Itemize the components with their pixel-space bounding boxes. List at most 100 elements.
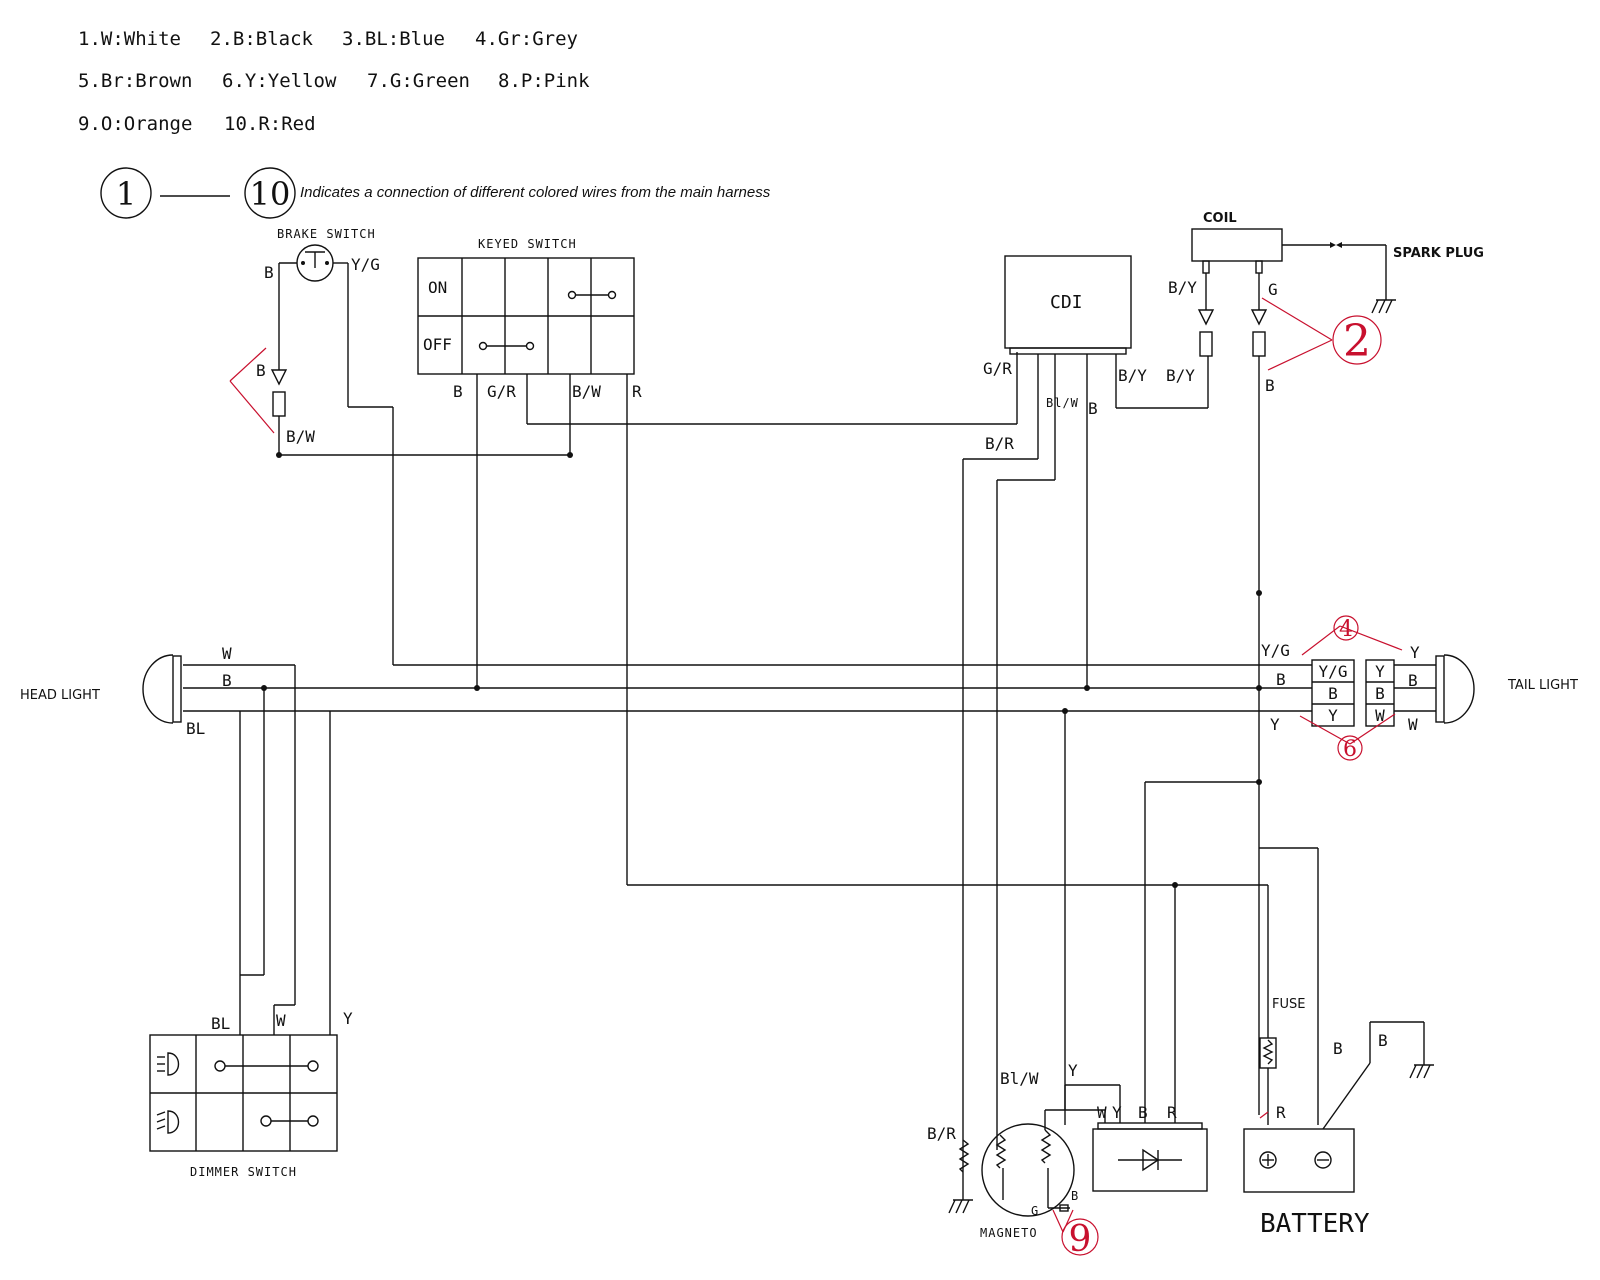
conn-y: Y <box>1328 706 1338 725</box>
coil-label: COIL <box>1203 211 1237 226</box>
tail-right-y: Y <box>1410 643 1420 662</box>
batt-wire-r: R <box>1276 1103 1286 1122</box>
batt-wire-b: B <box>1333 1039 1343 1058</box>
key-on-label: ON <box>428 278 447 297</box>
marker-4-number: 4 <box>1339 617 1353 642</box>
tail-wire-yg: Y/G <box>1261 641 1290 660</box>
tail-connector-left: Y/G B Y <box>1311 659 1355 727</box>
rect-wire-r: R <box>1167 1103 1177 1122</box>
tail-connector-right: Y B W <box>1365 659 1395 727</box>
key-note: Indicates a connection of different colo… <box>300 184 771 201</box>
legend-brown: 5.Br:Brown <box>78 70 192 92</box>
conn-b: B <box>1328 684 1338 703</box>
key-circle-start <box>100 167 152 219</box>
marker-9-number: 9 <box>1069 1219 1092 1260</box>
marker-2-number: 2 <box>1343 316 1371 367</box>
magneto-label: MAGNETO <box>980 1226 1038 1240</box>
mag-wire-b: B <box>1071 1189 1079 1203</box>
brake-wire-b: B <box>264 263 274 282</box>
key-wire-bw: B/W <box>572 382 601 401</box>
coil-wire-g: G <box>1268 280 1278 299</box>
battery: BATTERY <box>1243 1128 1370 1239</box>
key-circle-end <box>244 167 296 219</box>
mag-wire-br: B/R <box>927 1124 956 1143</box>
legend-green: 7.G:Green <box>367 70 470 92</box>
dimmer-switch-label: DIMMER SWITCH <box>190 1165 297 1179</box>
mag-wire-y: Y <box>1068 1061 1078 1080</box>
mag-wire-g: G <box>1031 1204 1039 1218</box>
cdi-wire-gr: G/R <box>983 359 1012 378</box>
gnd-wire-b: B <box>1378 1031 1388 1050</box>
mag-wire-blw: Bl/W <box>1000 1069 1039 1088</box>
key-wire-r: R <box>632 382 642 401</box>
marker-6: 6 <box>1337 735 1363 762</box>
key-end-number: 10 <box>250 175 291 213</box>
conn2-y: Y <box>1375 662 1385 681</box>
tail-wire-y: Y <box>1270 715 1280 734</box>
tail-light: TAIL LIGHT <box>1435 654 1578 724</box>
fuse: FUSE <box>1259 997 1305 1069</box>
key-wire-gr: G/R <box>487 382 516 401</box>
coil-wire-b: B <box>1265 376 1275 395</box>
marker-9: 9 <box>1061 1218 1099 1260</box>
coil-wire-by: B/Y <box>1168 278 1197 297</box>
head-light: HEAD LIGHT <box>20 654 182 724</box>
cdi-wire-br: B/R <box>985 434 1014 453</box>
brake-switch-label: BRAKE SWITCH <box>277 227 376 241</box>
rect-wire-b: B <box>1138 1103 1148 1122</box>
legend-white: 1.W:White <box>78 28 181 50</box>
brake-conn-bw: B/W <box>286 427 315 446</box>
tail-right-b: B <box>1408 671 1418 690</box>
low-beam-icon <box>156 1110 180 1134</box>
marker-4: 4 <box>1333 615 1359 642</box>
dim-wire-w: W <box>276 1011 286 1030</box>
key-wire-b: B <box>453 382 463 401</box>
head-wire-b: B <box>222 671 232 690</box>
head-wire-w: W <box>222 644 232 663</box>
brake-wire-yg: Y/G <box>351 255 380 274</box>
spark-plug-label: SPARK PLUG <box>1393 246 1484 261</box>
high-beam-icon <box>157 1052 180 1076</box>
color-legend: 1.W:White 2.B:Black 3.BL:Blue 4.Gr:Grey … <box>78 28 590 135</box>
battery-label: BATTERY <box>1260 1209 1370 1239</box>
marker-6-number: 6 <box>1343 737 1357 762</box>
cdi-wire-by: B/Y <box>1118 366 1147 385</box>
dim-wire-bl: BL <box>211 1014 230 1033</box>
rectifier <box>1092 1122 1208 1192</box>
key-off-label: OFF <box>423 335 452 354</box>
tail-light-label: TAIL LIGHT <box>1507 678 1578 693</box>
rect-wire-y: Y <box>1112 1103 1122 1122</box>
fuse-label: FUSE <box>1272 997 1305 1012</box>
dim-wire-y: Y <box>343 1009 353 1028</box>
head-wire-bl: BL <box>186 719 205 738</box>
legend-grey: 4.Gr:Grey <box>475 28 578 50</box>
conn2-w: W <box>1375 706 1385 725</box>
conn2-b: B <box>1375 684 1385 703</box>
legend-red: 10.R:Red <box>224 113 316 135</box>
legend-pink: 8.P:Pink <box>498 70 590 92</box>
key-start-number: 1 <box>116 175 136 213</box>
ignition-coil: COIL <box>1191 211 1283 274</box>
tail-right-w: W <box>1408 715 1418 734</box>
head-light-label: HEAD LIGHT <box>20 688 100 703</box>
cdi-label: CDI <box>1050 292 1083 313</box>
brake-conn-b: B <box>256 361 266 380</box>
keyed-switch-label: KEYED SWITCH <box>478 237 577 251</box>
cdi-unit: CDI <box>1004 255 1132 355</box>
conn-yg: Y/G <box>1319 662 1348 681</box>
brake-switch: BRAKE SWITCH B Y/G <box>264 227 380 282</box>
legend-blue: 3.BL:Blue <box>342 28 445 50</box>
cdi-wire-blw: Bl/W <box>1046 396 1079 410</box>
rect-wire-w: W <box>1097 1103 1107 1122</box>
legend-orange: 9.O:Orange <box>78 113 192 135</box>
tail-wire-b: B <box>1276 670 1286 689</box>
keyed-switch: KEYED SWITCH ON OFF <box>417 237 635 375</box>
connection-key: 1 10 Indicates a connection of different… <box>100 167 771 219</box>
dimmer-switch: DIMMER SWITCH <box>149 1034 338 1179</box>
cdi-wire-b: B <box>1088 399 1098 418</box>
magneto: MAGNETO <box>980 1110 1075 1240</box>
legend-black: 2.B:Black <box>210 28 314 50</box>
legend-yellow: 6.Y:Yellow <box>222 70 337 92</box>
cdi-wire-by2: B/Y <box>1166 366 1195 385</box>
